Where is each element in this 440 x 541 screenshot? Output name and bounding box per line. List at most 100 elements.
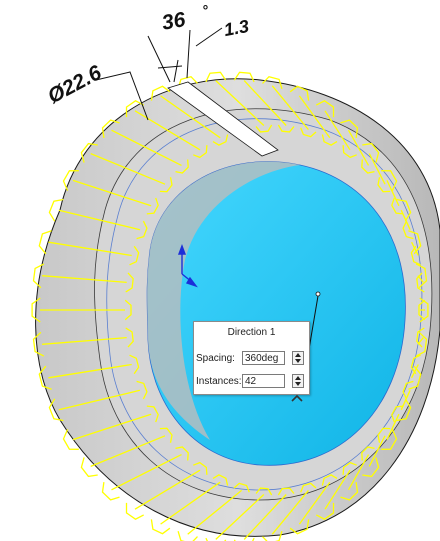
tooth-outline xyxy=(361,159,375,174)
pattern-direction-panel: Direction 1 Spacing: 360deg Instances: 4… xyxy=(193,321,310,395)
tooth-outline xyxy=(255,124,273,133)
tooth-edge xyxy=(111,129,182,166)
spacing-input[interactable]: 360deg xyxy=(242,351,285,365)
tooth-outline xyxy=(321,134,338,146)
tooth-outline xyxy=(391,197,404,215)
tooth-edge xyxy=(215,494,265,540)
spin-up-icon[interactable] xyxy=(295,376,301,380)
tooth-edge xyxy=(400,209,411,230)
tooth-outline xyxy=(146,197,159,215)
tooth-outline xyxy=(396,198,412,222)
gear-ring-model[interactable] xyxy=(35,78,440,537)
tooth-edge xyxy=(134,110,201,151)
dimension-lines xyxy=(95,27,223,121)
tooth-outline xyxy=(62,429,79,450)
tooth-outline xyxy=(340,119,359,138)
tooth-outline xyxy=(402,220,414,240)
tooth-outline xyxy=(321,474,338,486)
tooth-outline xyxy=(408,230,422,255)
tooth-edge xyxy=(48,241,132,257)
width-dimension[interactable]: 1.3 xyxy=(222,15,251,41)
tooth-edge xyxy=(386,413,400,440)
tooth-outline xyxy=(124,299,132,321)
tooth-edge xyxy=(160,481,221,525)
spacing-stepper[interactable] xyxy=(292,351,304,365)
tooth-outline xyxy=(415,263,428,289)
tooth-outline xyxy=(32,331,45,357)
tooth-outline xyxy=(159,177,173,193)
tooth-edge xyxy=(72,179,152,207)
tooth-outline xyxy=(402,380,414,400)
tooth-outline xyxy=(101,482,120,501)
tooth-outline xyxy=(340,482,359,501)
tooth-outline xyxy=(408,365,422,390)
tooth-edge xyxy=(243,80,287,126)
tooth-outline xyxy=(136,220,148,240)
spacing-label: Spacing: xyxy=(196,353,235,364)
tooth-outline xyxy=(136,380,148,400)
tooth-outline xyxy=(125,502,145,520)
spin-down-icon[interactable] xyxy=(295,359,301,363)
tooth-edge xyxy=(298,95,331,139)
tooth-outline xyxy=(377,427,391,443)
tooth-edge xyxy=(347,454,370,491)
tooth-edge xyxy=(42,275,127,284)
tooth-edge xyxy=(134,469,201,510)
tooth-outline xyxy=(410,245,421,266)
tooth-outline xyxy=(48,398,64,422)
tooth-edge xyxy=(324,469,351,510)
angle-unit-label: ° xyxy=(202,2,208,18)
tooth-edge xyxy=(411,364,419,379)
tooth-outline xyxy=(362,142,380,163)
tooth-outline xyxy=(62,170,79,191)
tooth-outline xyxy=(416,272,425,293)
tooth-edge xyxy=(72,413,152,441)
tooth-edge xyxy=(271,489,309,535)
tooth-outline xyxy=(289,519,310,535)
tooth-outline xyxy=(212,134,229,146)
panel-leader-anchor xyxy=(315,291,321,297)
tooth-outline xyxy=(410,354,421,375)
tooth-outline xyxy=(193,461,208,475)
tooth-outline xyxy=(48,198,64,222)
tooth-outline xyxy=(277,487,295,496)
tooth-outline xyxy=(80,457,98,478)
tooth-edge xyxy=(243,494,287,540)
tooth-outline xyxy=(255,487,273,496)
tooth-edge xyxy=(160,95,221,139)
tooth-outline xyxy=(150,85,171,101)
tooth-outline xyxy=(391,405,404,423)
tooth-outline xyxy=(377,177,391,193)
tooth-outline xyxy=(125,327,134,348)
tooth-outline xyxy=(362,457,380,478)
tooth-edge xyxy=(298,481,331,525)
instances-label: Instances: xyxy=(196,376,242,387)
tooth-edge xyxy=(187,489,243,535)
tooth-edge xyxy=(368,153,386,185)
tooth-outline xyxy=(125,272,134,293)
tooth-outline xyxy=(233,71,255,83)
tooth-outline xyxy=(418,299,426,321)
tooth-outline xyxy=(212,474,229,486)
instances-input[interactable]: 42 xyxy=(242,374,285,388)
spin-up-icon[interactable] xyxy=(295,353,301,357)
bore-inner-band xyxy=(147,161,300,440)
instances-stepper[interactable] xyxy=(292,374,304,388)
tooth-edge xyxy=(417,337,424,345)
tooth-edge xyxy=(90,435,166,468)
panel-title: Direction 1 xyxy=(227,327,276,338)
tooth-outline xyxy=(129,245,140,266)
tooth-outline xyxy=(177,531,198,541)
chevron-up-icon[interactable] xyxy=(291,393,303,403)
angle-dimension[interactable]: 36 xyxy=(160,8,188,35)
tooth-edge xyxy=(111,454,182,491)
tooth-outline xyxy=(396,398,412,422)
instances-row: Instances: 42 xyxy=(194,373,309,391)
spin-down-icon[interactable] xyxy=(295,382,301,386)
tooth-outline xyxy=(205,71,227,83)
cut-slot xyxy=(167,81,279,157)
tooth-pattern-preview xyxy=(31,71,429,541)
tooth-edge xyxy=(215,80,265,126)
tooth-outline xyxy=(315,502,335,520)
